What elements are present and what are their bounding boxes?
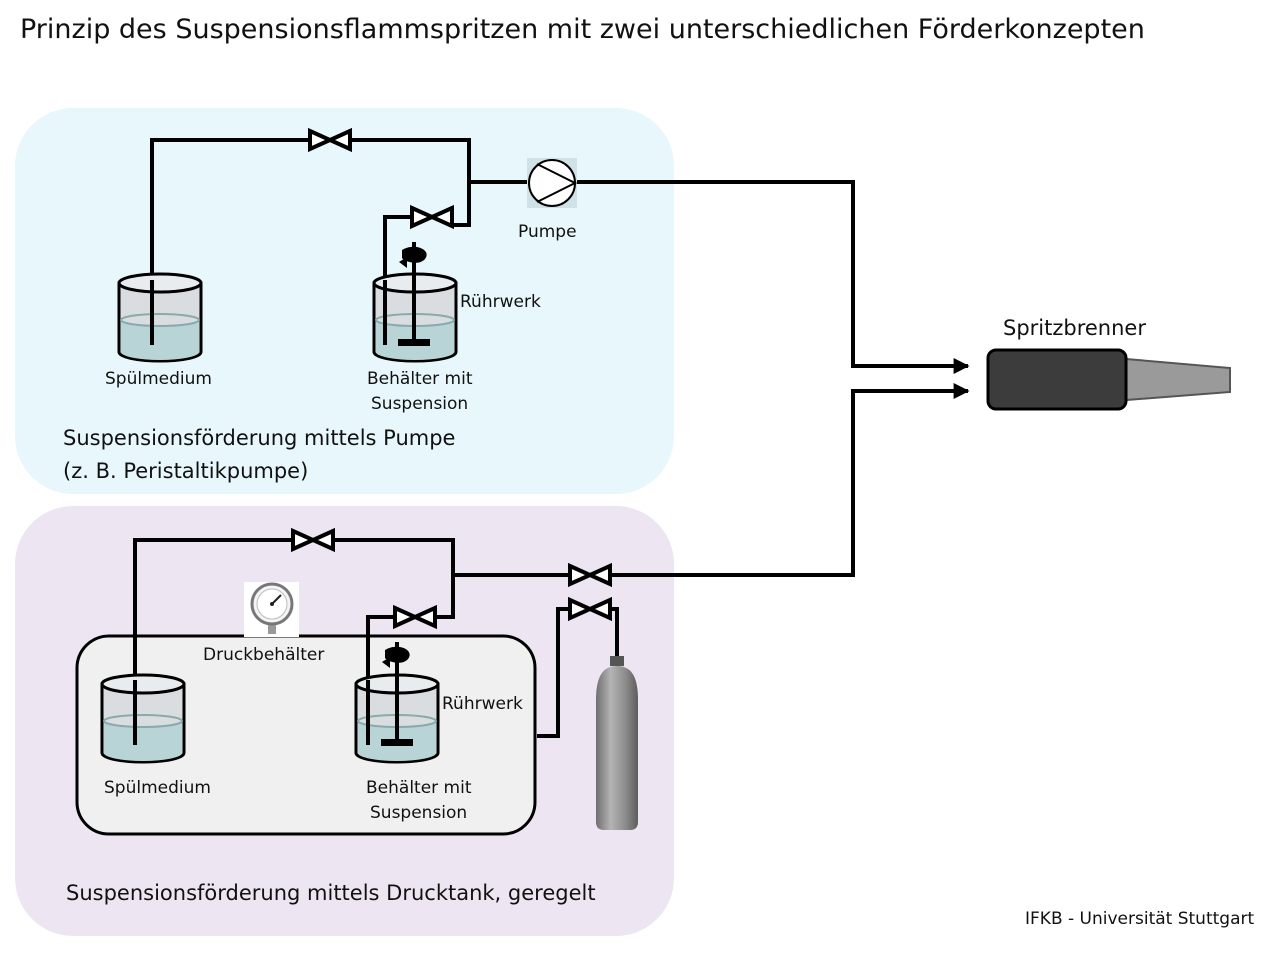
gas-cylinder-icon — [596, 656, 638, 830]
top-rinse-label: Spülmedium — [105, 369, 212, 389]
spray-torch-icon — [986, 348, 1231, 411]
pump-icon[interactable] — [527, 158, 578, 208]
bottom-rinse-label: Spülmedium — [104, 778, 211, 798]
top-caption-line2: (z. B. Peristaltikpumpe) — [63, 459, 308, 483]
pump-label: Pumpe — [518, 222, 577, 242]
pressure-vessel-label: Druckbehälter — [203, 645, 324, 665]
top-stirrer-label: Rührwerk — [460, 292, 541, 312]
stirrer-icon — [398, 242, 430, 346]
rinse-beaker-icon — [117, 272, 203, 363]
top-container-label-line2: Suspension — [371, 394, 468, 414]
top-panel-background — [15, 108, 674, 494]
bottom-container-label-line1: Behälter mit — [366, 778, 472, 798]
top-container-label-line1: Behälter mit — [367, 369, 473, 389]
pressure-gauge-icon — [244, 582, 299, 637]
bottom-stirrer-label: Rührwerk — [442, 694, 523, 714]
bottom-caption: Suspensionsförderung mittels Drucktank, … — [66, 881, 596, 905]
bottom-rinse-beaker-icon — [100, 673, 186, 764]
bottom-stirrer-icon — [381, 642, 413, 746]
credit: IFKB - Universität Stuttgart — [1025, 909, 1254, 929]
bottom-container-label-line2: Suspension — [370, 803, 467, 823]
top-caption-line1: Suspensionsförderung mittels Pumpe — [63, 426, 455, 450]
burner-label: Spritzbrenner — [1003, 316, 1146, 340]
diagram-title: Prinzip des Suspensionsflammspritzen mit… — [20, 14, 1145, 45]
